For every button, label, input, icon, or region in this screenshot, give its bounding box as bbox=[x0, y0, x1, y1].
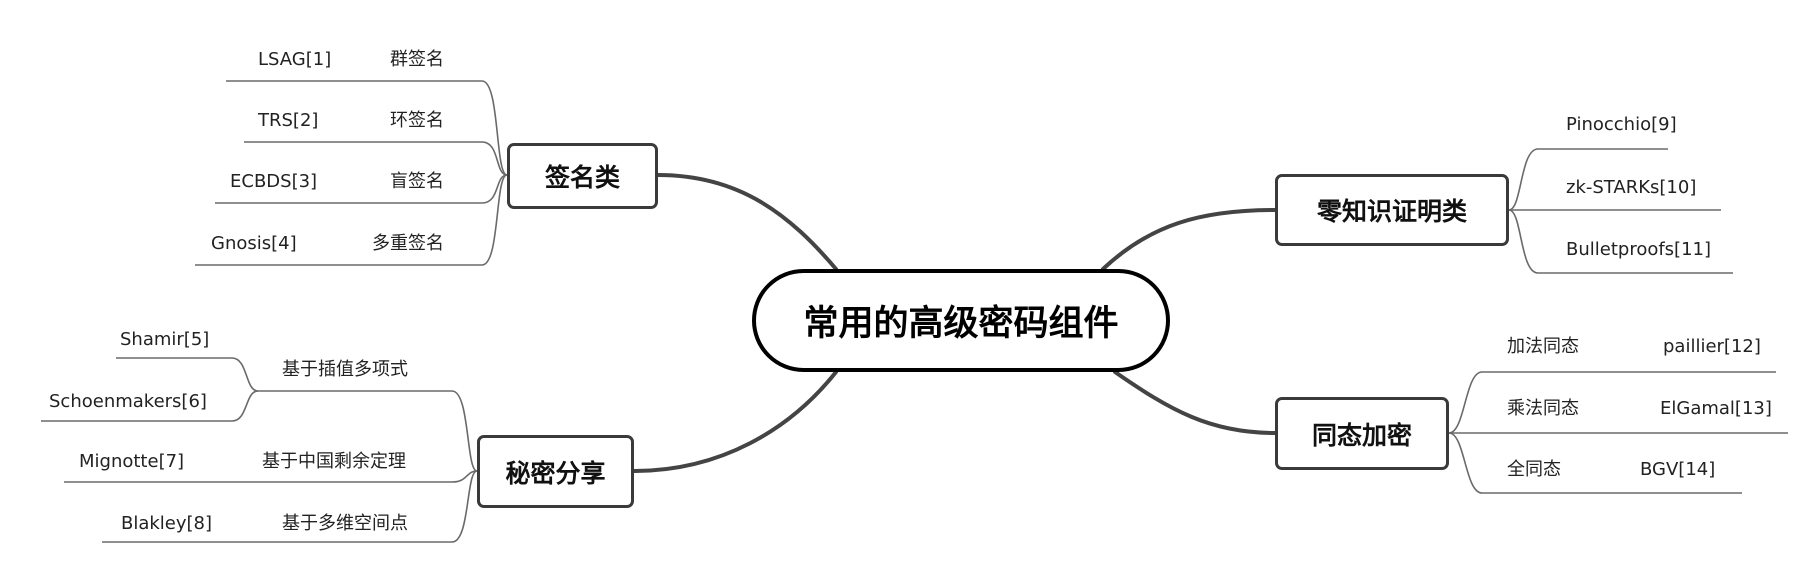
root-node[interactable]: 常用的高级密码组件 bbox=[752, 269, 1170, 372]
root-label: 常用的高级密码组件 bbox=[803, 304, 1119, 344]
node-homomorphic[interactable]: 同态加密 bbox=[1275, 397, 1449, 470]
link-root-signature bbox=[656, 173, 838, 271]
link-root-secret-sharing bbox=[632, 370, 838, 473]
node-label: 签名类 bbox=[544, 163, 620, 192]
node-secret-sharing[interactable]: 秘密分享 bbox=[477, 435, 634, 508]
leaf-scheme[interactable]: Gnosis[4] bbox=[211, 233, 297, 254]
leaf-scheme[interactable]: Schoenmakers[6] bbox=[49, 391, 207, 412]
leaf-scheme[interactable]: Shamir[5] bbox=[120, 329, 210, 350]
node-label: 同态加密 bbox=[1311, 420, 1412, 450]
leaf-scheme[interactable]: paillier[12] bbox=[1663, 336, 1761, 357]
node-signature[interactable]: 签名类 bbox=[507, 143, 658, 209]
leaf-scheme[interactable]: zk-STARKs[10] bbox=[1566, 177, 1697, 198]
leaf-type[interactable]: 群签名 bbox=[390, 49, 444, 70]
link-ss-schoen bbox=[41, 390, 259, 422]
leaf-type[interactable]: 基于中国剩余定理 bbox=[262, 451, 406, 472]
leaf-type[interactable]: 多重签名 bbox=[372, 233, 444, 254]
node-label: 零知识证明类 bbox=[1316, 197, 1467, 226]
leaf-type[interactable]: 环签名 bbox=[390, 110, 444, 131]
leaf-scheme[interactable]: TRS[2] bbox=[258, 110, 319, 131]
link-sig-2 bbox=[244, 141, 508, 176]
leaf-type[interactable]: 基于插值多项式 bbox=[282, 359, 408, 380]
leaf-scheme[interactable]: ElGamal[13] bbox=[1660, 398, 1772, 419]
leaf-scheme[interactable]: Bulletproofs[11] bbox=[1566, 239, 1712, 260]
leaf-scheme[interactable]: LSAG[1] bbox=[258, 49, 332, 70]
leaf-scheme[interactable]: Blakley[8] bbox=[121, 513, 213, 534]
leaf-scheme[interactable]: Mignotte[7] bbox=[79, 451, 185, 472]
link-root-homomorphic bbox=[1113, 370, 1277, 435]
leaf-scheme[interactable]: BGV[14] bbox=[1640, 459, 1716, 480]
link-sig-3 bbox=[215, 174, 508, 204]
link-ss-1 bbox=[258, 390, 478, 472]
link-he-3 bbox=[1448, 432, 1742, 494]
link-ss-shamir bbox=[116, 357, 259, 392]
link-ss-2 bbox=[64, 470, 478, 483]
leaf-type[interactable]: 盲签名 bbox=[390, 171, 444, 192]
leaf-type[interactable]: 加法同态 bbox=[1507, 336, 1579, 357]
leaf-type[interactable]: 基于多维空间点 bbox=[282, 513, 408, 534]
link-ss-3 bbox=[102, 470, 478, 543]
link-zkp-3 bbox=[1508, 209, 1733, 274]
link-sig-4 bbox=[195, 174, 508, 266]
link-root-zkp bbox=[1101, 208, 1277, 271]
node-zkp[interactable]: 零知识证明类 bbox=[1275, 174, 1509, 246]
leaf-type[interactable]: 全同态 bbox=[1507, 459, 1561, 480]
leaf-scheme[interactable]: Pinocchio[9] bbox=[1566, 114, 1677, 135]
leaf-type[interactable]: 乘法同态 bbox=[1507, 398, 1579, 419]
link-he-1 bbox=[1448, 371, 1776, 434]
node-label: 秘密分享 bbox=[505, 458, 606, 488]
link-sig-1 bbox=[226, 80, 508, 176]
link-zkp-1 bbox=[1508, 148, 1668, 211]
leaf-scheme[interactable]: ECBDS[3] bbox=[230, 171, 318, 192]
